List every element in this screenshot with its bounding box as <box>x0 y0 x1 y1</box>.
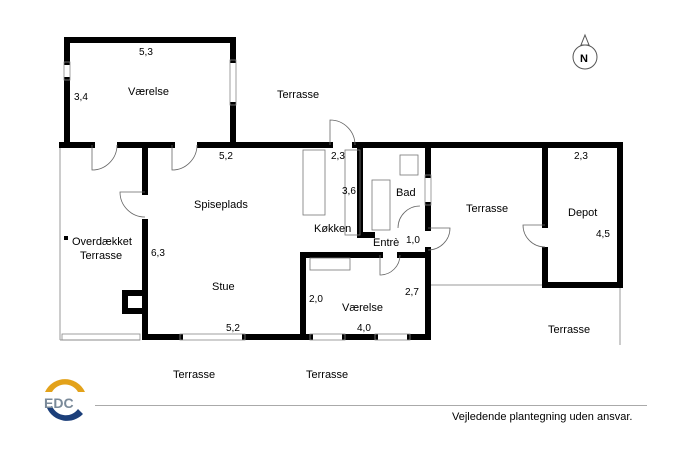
room-label-spiseplads: Spiseplads <box>194 199 248 211</box>
room-label-koekken: Køkken <box>314 223 351 235</box>
windows <box>61 59 432 341</box>
room-label-depot: Depot <box>568 207 597 219</box>
room-label-overdaekket-terrasse: Terrasse <box>80 250 122 262</box>
dim-vaerelse-small-w: 4,0 <box>357 323 371 334</box>
footer-rule <box>95 405 647 406</box>
room-label-terrasse-bottom-left: Terrasse <box>173 369 215 381</box>
room-label-vaerelse-small: Værelse <box>342 302 383 314</box>
dim-stue-w: 5,2 <box>226 323 240 334</box>
dim-spiseplads-w: 5,2 <box>219 151 233 162</box>
walls <box>59 37 623 340</box>
dim-vaerelse-small-h2: 2,7 <box>405 287 419 298</box>
disclaimer-text: Vejledende plantegning uden ansvar. <box>452 411 633 423</box>
dim-koekken-h: 3,6 <box>342 186 356 197</box>
svg-text:N: N <box>580 53 588 65</box>
edc-logo: EDC <box>44 379 85 421</box>
dim-depot-w: 2,3 <box>574 151 588 162</box>
room-label-terrasse-bottom-mid: Terrasse <box>306 369 348 381</box>
doors <box>91 119 546 276</box>
svg-text:EDC: EDC <box>44 395 74 411</box>
compass-north-icon: N <box>572 33 598 70</box>
dim-vaerelse-small-h1: 2,0 <box>309 294 323 305</box>
room-label-terrasse-bottom-right: Terrasse <box>548 324 590 336</box>
room-label-vaerelse-top: Værelse <box>128 86 169 98</box>
dim-koekken-w: 2,3 <box>331 151 345 162</box>
dim-vaerelse-top-h: 3,4 <box>74 92 88 103</box>
room-label-bad: Bad <box>396 187 416 199</box>
room-label-terrasse-mid: Terrasse <box>466 203 508 215</box>
room-label-overdaekket: Overdækket <box>72 236 132 248</box>
dim-stue-h: 6,3 <box>151 248 165 259</box>
room-label-entre: Entrè <box>373 237 399 249</box>
room-label-stue: Stue <box>212 281 235 293</box>
dim-entre-w: 1,0 <box>406 235 420 246</box>
room-label-terrasse-top: Terrasse <box>277 89 319 101</box>
dim-vaerelse-top-w: 5,3 <box>139 47 153 58</box>
kitchen-counter <box>302 149 419 271</box>
dim-depot-h: 4,5 <box>596 229 610 240</box>
